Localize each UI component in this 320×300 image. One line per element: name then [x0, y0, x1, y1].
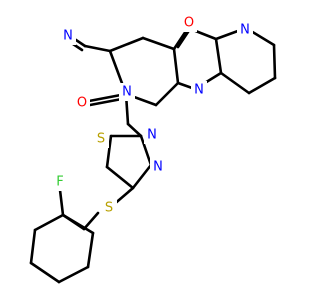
bond: [83, 44, 112, 53]
atom-nitrogen-thiadiazole-a: N: [147, 128, 157, 143]
atom-sulfur-thiadiazole: S: [97, 132, 105, 147]
atom-oxygen-left: O: [77, 96, 87, 111]
atom-sulfur-thioether: S: [105, 201, 113, 216]
bond: [108, 36, 145, 53]
bond: [57, 265, 90, 284]
atom-labels: N O O N N N S N N S F: [52, 14, 253, 217]
bond: [139, 134, 153, 167]
bond: [58, 188, 65, 217]
atom-nitrogen-ring-mid: N: [194, 83, 204, 98]
bond: [247, 76, 277, 95]
atom-nitrogen-nitrile: N: [63, 29, 73, 44]
bond: [219, 71, 251, 95]
bond: [29, 228, 37, 265]
atom-nitrogen-ring-top: N: [240, 23, 250, 38]
molecule-diagram: N O O N N N S N N S F: [29, 14, 277, 284]
bond: [141, 36, 176, 51]
bond: [131, 163, 153, 190]
bonds: [29, 24, 277, 284]
bond: [105, 134, 113, 169]
atom-nitrogen-thiadiazole-b: N: [153, 160, 163, 175]
bond: [172, 47, 180, 85]
bond: [214, 37, 223, 75]
atom-fluorine: F: [56, 175, 63, 190]
bond: [105, 165, 135, 190]
atom-nitrogen-ring-left: N: [122, 85, 132, 100]
bond: [272, 43, 277, 80]
bond: [82, 211, 100, 231]
bond: [126, 122, 143, 138]
bond: [61, 213, 95, 235]
bond: [86, 231, 95, 269]
bond: [154, 81, 180, 107]
bond: [29, 261, 61, 284]
structure-svg: N O O N N N S N N S F: [29, 14, 277, 284]
bond: [33, 213, 65, 232]
atom-oxygen-top: O: [184, 16, 194, 31]
